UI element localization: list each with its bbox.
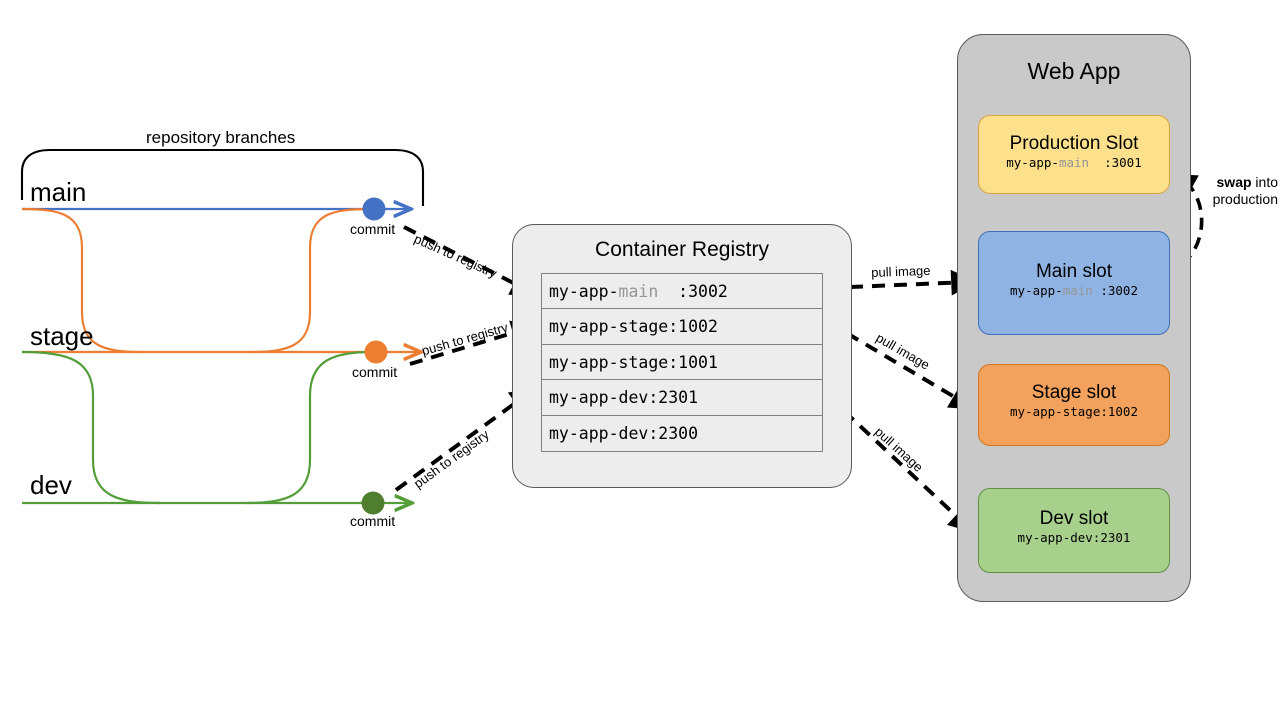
slot-dev-title: Dev slot — [1039, 508, 1109, 529]
commit-dot-stage — [364, 340, 388, 364]
commit-label-stage: commit — [352, 364, 398, 380]
slot-tag-suffix: :3002 — [1092, 283, 1138, 298]
swap-line2-text: production — [1212, 191, 1278, 207]
registry-image-branch: main — [618, 282, 659, 301]
commit-label-main: commit — [350, 221, 396, 237]
slot-production-title: Production Slot — [1009, 133, 1139, 154]
slot-main-title: Main slot — [1035, 261, 1113, 282]
slot-stage-tag: my-app-stage:1002 — [1010, 404, 1138, 419]
container-registry-image-list[interactable]: my-app-main :3002 my-app-stage:1002 my-a… — [541, 273, 823, 452]
registry-row[interactable]: my-app-dev:2300 — [542, 416, 822, 451]
registry-row[interactable]: my-app-stage:1001 — [542, 345, 822, 381]
slot-main-tag: my-app-main :3002 — [979, 283, 1169, 298]
registry-image-prefix: my-app-dev:2301 — [549, 388, 699, 408]
slot-dev-tag: my-app-dev:2301 — [1017, 530, 1131, 545]
edge-label-push-main: push to registry — [411, 231, 500, 281]
swap-rest-text: into — [1251, 174, 1278, 190]
slot-tag-branch: main — [1058, 155, 1090, 170]
slot-tag-branch: main — [1062, 283, 1093, 298]
commit-dot-dev — [361, 491, 385, 515]
slot-tag-prefix: my-app- — [1006, 155, 1059, 170]
edge-label-pull-stage: pull image — [873, 330, 933, 373]
branch-label-dev: dev — [30, 470, 72, 500]
registry-image-prefix: my-app-dev:2300 — [549, 423, 699, 443]
registry-row[interactable]: my-app-dev:2301 — [542, 380, 822, 416]
edge-label-push-dev: push to registry — [411, 426, 492, 492]
slot-stage[interactable]: Stage slot my-app-stage:1002 — [978, 364, 1170, 446]
container-registry-title: Container Registry — [595, 238, 769, 261]
slot-dev[interactable]: Dev slot my-app-dev:2301 — [978, 488, 1170, 573]
registry-image-prefix: my-app-stage:1002 — [549, 317, 718, 337]
branch-label-stage: stage — [30, 321, 94, 351]
slot-production-tag: my-app-main :3001 — [979, 155, 1169, 170]
slot-tag-prefix: my-app- — [1010, 283, 1063, 298]
edge-label-pull-main: pull image — [871, 262, 931, 280]
registry-image-suffix: :3002 — [658, 282, 728, 301]
registry-row[interactable]: my-app-stage:1002 — [542, 309, 822, 345]
edge-label-pull-dev: pull image — [871, 424, 927, 475]
registry-row[interactable]: my-app-main :3002 — [542, 274, 822, 310]
slot-main[interactable]: Main slot my-app-main :3002 — [978, 231, 1170, 335]
edge-label-swap-into-production: swap into production — [1194, 174, 1278, 208]
registry-image-prefix: my-app-stage:1001 — [549, 352, 718, 372]
registry-image-prefix: my-app- — [549, 282, 619, 301]
slot-stage-title: Stage slot — [1031, 382, 1117, 403]
commit-label-dev: commit — [350, 513, 396, 529]
edge-label-push-stage: push to registry — [420, 319, 510, 359]
slot-production[interactable]: Production Slot my-app-main :3001 — [978, 115, 1170, 194]
slot-tag-suffix: :3001 — [1089, 155, 1142, 170]
branch-label-main: main — [30, 177, 87, 207]
web-app-title: Web App — [1027, 58, 1121, 84]
swap-bold-text: swap — [1216, 174, 1252, 190]
repository-bracket-label: repository branches — [146, 128, 296, 147]
commit-dot-main — [362, 197, 386, 221]
